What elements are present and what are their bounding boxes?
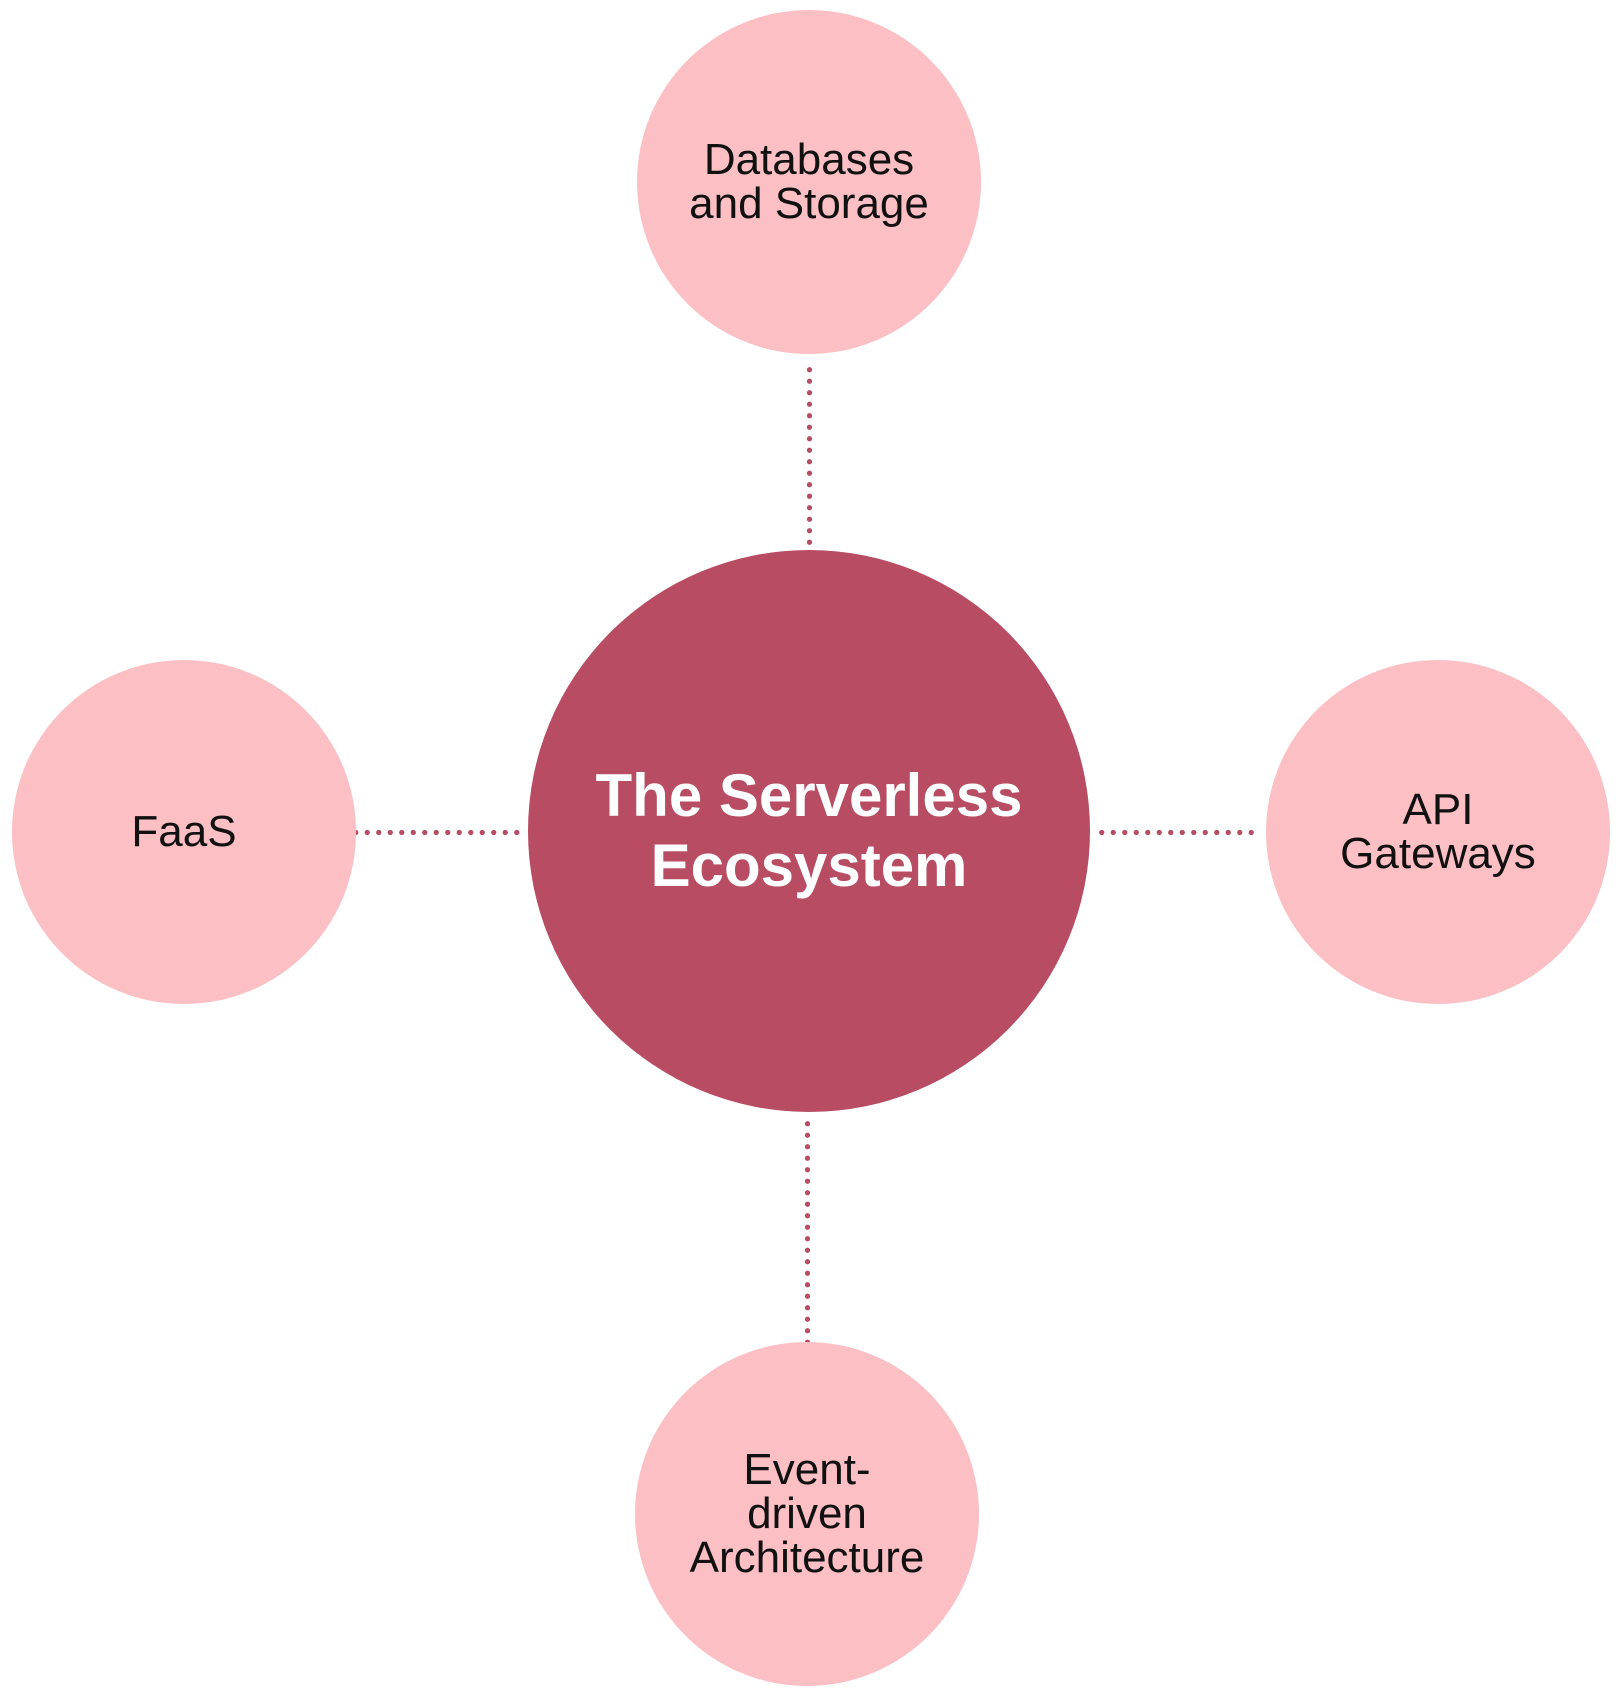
node-label: FaaS xyxy=(131,807,237,856)
center-hub: The Serverless Ecosystem xyxy=(528,550,1090,1112)
center-hub-label: The Serverless Ecosystem xyxy=(595,762,1023,899)
node-api-gateways: API Gateways xyxy=(1266,660,1610,1004)
node-event-driven-architecture: Event- driven Architecture xyxy=(635,1342,979,1686)
node-label: Event- driven Architecture xyxy=(689,1445,925,1582)
node-databases-storage: Databases and Storage xyxy=(637,10,981,354)
connector-right xyxy=(1096,830,1260,835)
node-faas: FaaS xyxy=(12,660,356,1004)
connector-top xyxy=(807,364,812,550)
connector-bottom xyxy=(805,1118,810,1344)
node-label: Databases and Storage xyxy=(689,135,929,228)
node-label: API Gateways xyxy=(1340,785,1536,878)
connector-left xyxy=(350,830,520,835)
